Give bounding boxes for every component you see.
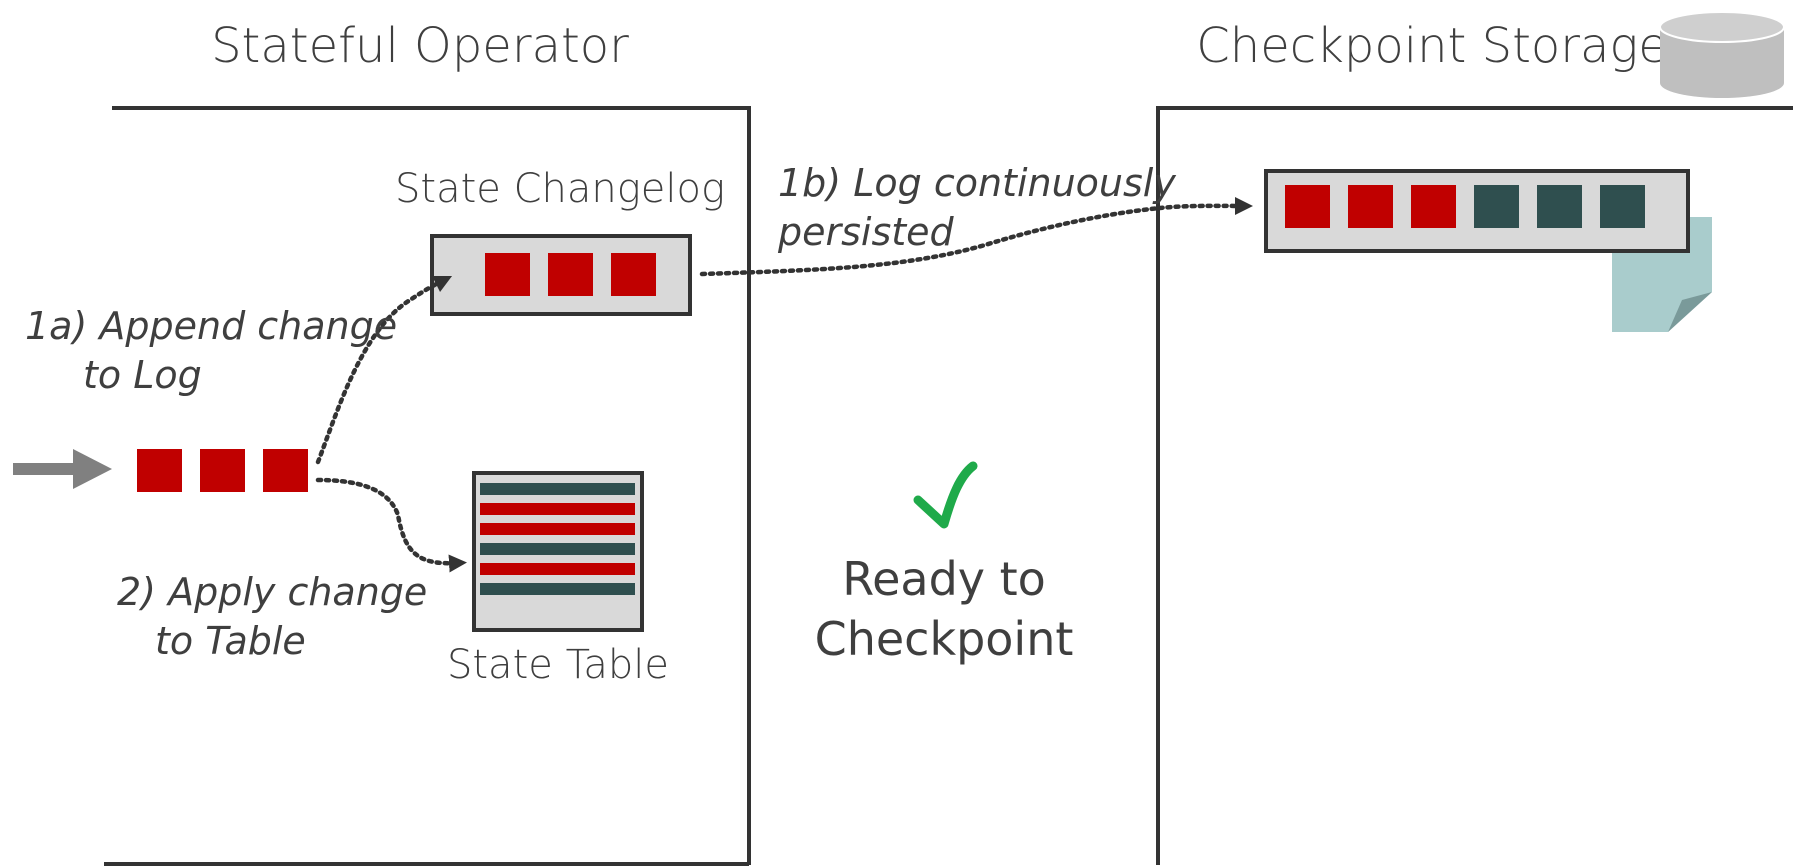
persisted-record (1474, 185, 1519, 228)
state-table-row (480, 483, 635, 495)
persisted-record (1285, 185, 1330, 228)
storage-title: Checkpoint Storage (1196, 18, 1667, 74)
input-record (263, 449, 308, 492)
apply-to-table-arrow (315, 477, 467, 573)
status-line1: Ready to (842, 552, 1046, 606)
step-2-line2: to Table (155, 619, 306, 663)
input-record (137, 449, 182, 492)
state-table-row (480, 523, 635, 535)
persisted-record (1537, 185, 1582, 228)
step-1b-line2: persisted (777, 210, 955, 254)
step-2-line1: 2) Apply change (117, 570, 427, 614)
step-1a-line1: 1a) Append change (25, 304, 397, 348)
changelog-label: State Changelog (395, 166, 725, 212)
state-table-row (480, 563, 635, 575)
state-table-row (480, 503, 635, 515)
changelog-records (485, 253, 656, 296)
operator-frame (104, 106, 751, 866)
changelog-record (611, 253, 656, 296)
checkmark-icon (913, 461, 978, 529)
input-records (137, 449, 308, 492)
state-table-rows (480, 483, 635, 595)
input-record (200, 449, 245, 492)
state-table-label: State Table (447, 642, 669, 688)
persist-log-arrow (699, 196, 1253, 277)
database-cylinder-icon (1659, 11, 1785, 98)
persisted-record (1600, 185, 1645, 228)
append-to-log-arrow (315, 275, 453, 465)
status-line2: Checkpoint (815, 612, 1074, 666)
state-table-row (480, 543, 635, 555)
step-1a-line2: to Log (83, 353, 202, 397)
step-1b-line1: 1b) Log continuously (778, 161, 1176, 205)
operator-title: Stateful Operator (211, 18, 629, 74)
storage-frame (1156, 106, 1793, 865)
persisted-record (1348, 185, 1393, 228)
state-table-row (480, 583, 635, 595)
changelog-record (548, 253, 593, 296)
input-arrow-icon (13, 449, 112, 489)
persisted-record (1411, 185, 1456, 228)
persisted-log-records (1285, 185, 1645, 228)
changelog-record (485, 253, 530, 296)
